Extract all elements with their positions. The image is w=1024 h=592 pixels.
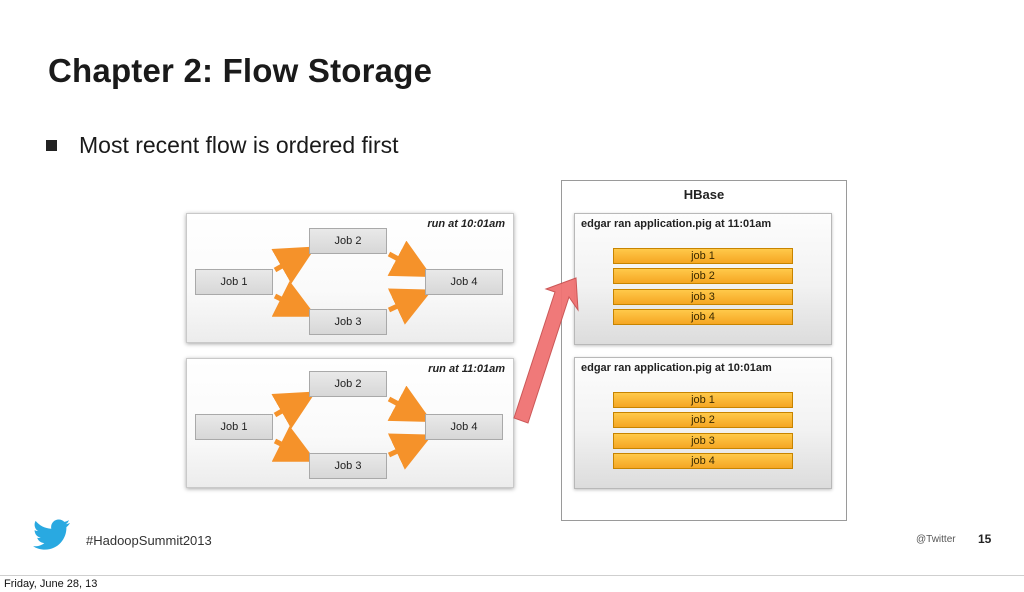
flow-arrow [387,288,433,325]
flow-arrow [387,433,433,470]
twitter-bird-icon [33,519,70,550]
hbase-job: job 3 [613,433,793,449]
hbase-title: HBase [683,187,725,202]
footer-handle: @Twitter [916,534,956,545]
job-box: Job 4 [425,269,503,295]
hbase-job: job 3 [613,289,793,305]
job-box: Job 3 [309,309,387,335]
hbase-entry-2: edgar ran application.pig at 10:01am job… [574,357,832,489]
flow-arrow [387,240,433,278]
bullet-square-icon [46,140,57,151]
job-box: Job 3 [309,453,387,479]
run-panel-2: run at 11:01am Job 1 Job 2 Job 3 Job 4 [186,358,514,488]
flow-arrow [271,246,317,284]
run-flow-arrows [271,240,433,325]
slide-title: Chapter 2: Flow Storage [48,52,433,89]
bullet-text: Most recent flow is ordered first [79,132,399,158]
run-panel-1: run at 10:01am Job 1 Job 2 Job 3 Job 4 [186,213,514,343]
hbase-job: job 1 [613,392,793,408]
hbase-job: job 4 [613,453,793,469]
hbase-entry-1: edgar ran application.pig at 11:01am job… [574,213,832,345]
hbase-job: job 2 [613,412,793,428]
page-number: 15 [978,532,992,546]
footer-hashtag: #HadoopSummit2013 [86,533,212,548]
job-box: Job 1 [195,414,273,440]
bullet-item: Most recent flow is ordered first [46,132,399,159]
hbase-entry-label: edgar ran application.pig at 11:01am [581,218,772,230]
run-label: run at 11:01am [428,363,505,375]
job-box: Job 4 [425,414,503,440]
flow-arrow [387,385,433,423]
slide: Chapter 2: Flow Storage Most recent flow… [0,52,1024,576]
job-box: Job 2 [309,228,387,254]
run-label: run at 10:01am [427,218,505,230]
hbase-container: HBase edgar ran application.pig at 11:01… [561,180,847,521]
job-box: Job 1 [195,269,273,295]
hbase-job: job 4 [613,309,793,325]
hbase-job: job 2 [613,268,793,284]
hbase-job: job 1 [613,248,793,264]
date-stamp: Friday, June 28, 13 [4,578,98,590]
job-box: Job 2 [309,371,387,397]
flow-arrow [271,425,317,462]
hbase-entry-label: edgar ran application.pig at 10:01am [581,362,772,374]
flow-arrow [271,280,317,317]
run-flow-arrows [271,385,433,470]
flow-arrow [271,391,317,429]
